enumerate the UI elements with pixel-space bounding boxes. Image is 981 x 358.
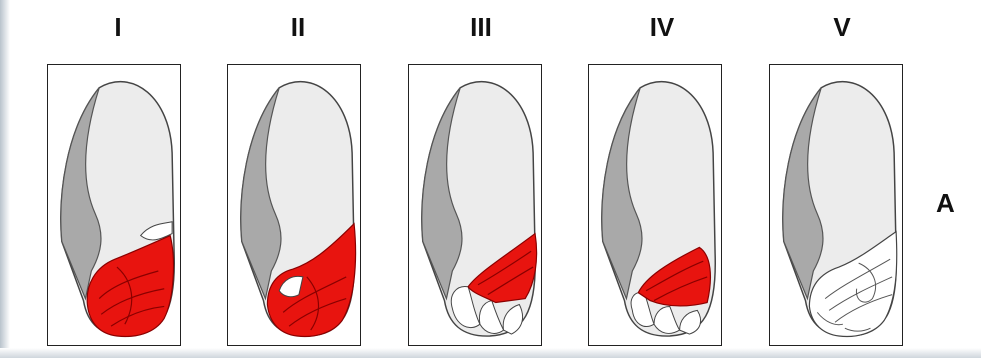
seed-diagram-1 [48, 65, 180, 345]
panel-2 [227, 64, 361, 346]
seed-diagram-2 [228, 65, 360, 345]
panel-label-5: V [812, 12, 872, 43]
panel-label-2: II [268, 12, 328, 43]
left-shadow [0, 0, 10, 358]
panel-label-3: III [451, 12, 511, 43]
seed-diagram-5 [770, 65, 902, 345]
panel-label-1: I [88, 12, 148, 43]
panel-3 [408, 64, 542, 346]
bottom-shadow [0, 348, 981, 358]
panel-1 [47, 64, 181, 346]
seed-diagram-4 [589, 65, 721, 345]
seed-diagram-3 [409, 65, 541, 345]
panel-5 [769, 64, 903, 346]
panel-label-4: IV [632, 12, 692, 43]
panel-4 [588, 64, 722, 346]
row-label-a: A [936, 188, 976, 219]
